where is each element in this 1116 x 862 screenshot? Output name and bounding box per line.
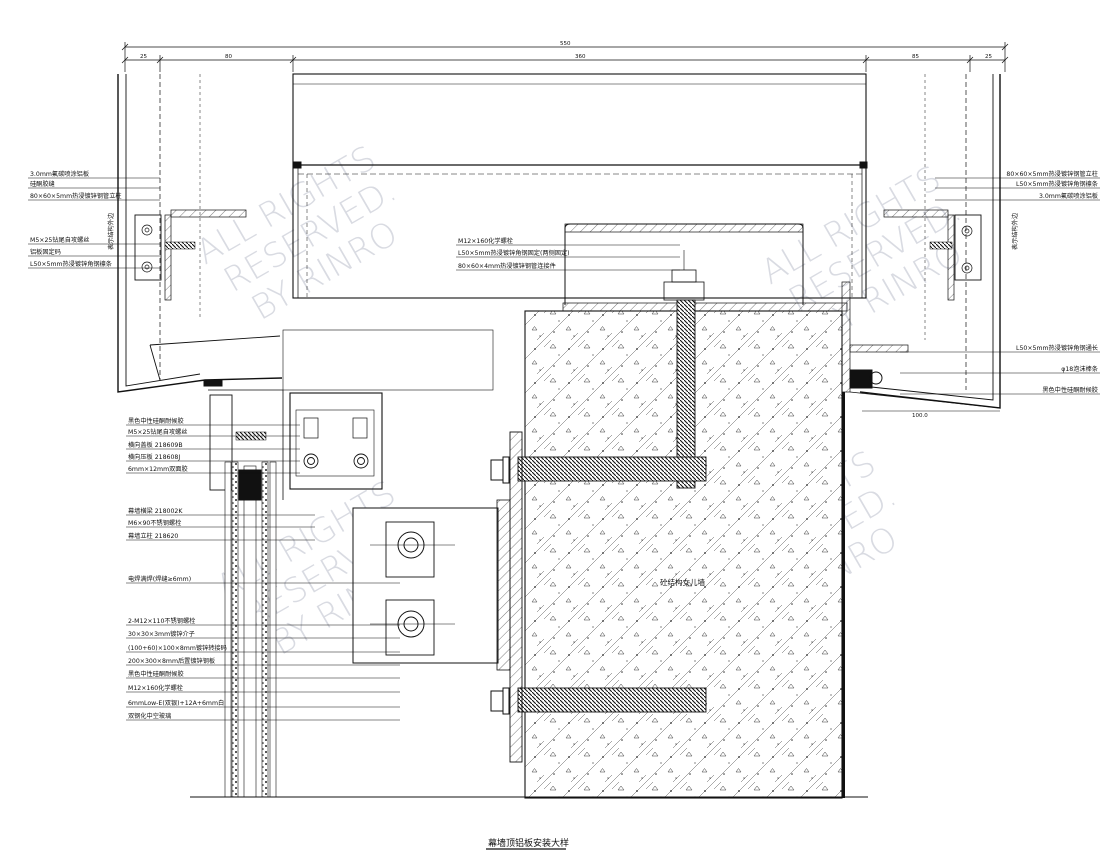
dimension-d1: 25 xyxy=(140,54,147,60)
label-left-top-2: 80×60×5mm热浸镀锌钢管立柱 xyxy=(30,192,122,200)
vertical-label-left: 表示结构外边 xyxy=(107,212,115,250)
label-left-bottom-1: 2-M12×110不锈钢螺栓 xyxy=(128,617,195,625)
top-dimension-lines xyxy=(121,42,1009,72)
label-left-low-0: 幕墙横梁 218002K xyxy=(128,507,183,515)
label-left-mid-1: M5×25钻尾自攻螺丝 xyxy=(128,428,187,436)
label-left-mid-0: 黑色中性硅酮耐候胶 xyxy=(128,417,184,425)
label-right-top-1: L50×5mm热浸镀锌角钢檩条 xyxy=(1016,180,1098,188)
concrete-parapet-label: 砼结构女儿墙 xyxy=(660,577,705,587)
label-right-lower-1: φ18泡沫棒条 xyxy=(1061,365,1098,373)
right-bracket xyxy=(883,209,982,301)
insulated-glass xyxy=(224,461,277,798)
dimension-d3: 360 xyxy=(575,54,586,60)
label-right-lower-0: L50×5mm热浸镀锌角钢通长 xyxy=(1016,344,1098,352)
label-right-top-2: 3.0mm氟碳喷涂铝板 xyxy=(1039,192,1098,200)
label-left-bottom-3: (100+60)×100×8mm镀锌转接码 xyxy=(128,644,227,652)
top-steel-frame xyxy=(292,73,868,299)
annotation-leaders xyxy=(28,177,1100,721)
label-left-mid-4: 6mm×12mm双面胶 xyxy=(128,465,188,473)
label-right-lower-2: 黑色中性硅酮耐候胶 xyxy=(1042,386,1098,394)
label-left-top-4: 铝板固定码 xyxy=(30,248,61,256)
label-left-bottom-6: M12×160化学螺栓 xyxy=(128,684,183,692)
label-left-top-0: 3.0mm氟碳喷涂铝板 xyxy=(30,170,89,178)
label-left-low-1: M6×90不锈钢螺栓 xyxy=(128,519,181,527)
label-left-mid-2: 横向盖板 218609B xyxy=(128,441,183,449)
right-lower-detail xyxy=(849,344,1001,409)
label-left-bottom-8: 双钢化中空玻璃 xyxy=(128,712,171,720)
label-left-bottom-0: 电焊满焊(焊缝≥6mm) xyxy=(128,575,191,583)
label-left-top-5: L50×5mm热浸镀锌角钢檩条 xyxy=(30,260,112,268)
label-left-top-1: 硅酮胶缝 xyxy=(30,180,55,188)
dimension-d4: 85 xyxy=(912,54,919,60)
label-left-bottom-2: 30×30×3mm镀锌介子 xyxy=(128,630,195,638)
transfer-bracket xyxy=(352,499,511,671)
label-left-mid-3: 横向压板 218608J xyxy=(128,453,180,461)
label-left-bottom-4: 200×300×8mm后置镀锌钢板 xyxy=(128,657,215,665)
label-right-top-0: 80×60×5mm热浸镀锌钢管立柱 xyxy=(1006,170,1098,178)
label-left-low-2: 幕墙立柱 218620 xyxy=(128,532,178,540)
dimension-overall: 550 xyxy=(560,41,571,47)
label-left-top-3: M5×25钻尾自攻螺丝 xyxy=(30,236,89,244)
label-left-bottom-7: 6mmLow-E(双银)+12A+6mm白 xyxy=(128,699,224,707)
drawing-title: 幕墙顶铝板安装大样 xyxy=(488,837,569,849)
left-bracket xyxy=(134,209,247,301)
vertical-label-right: 表示结构外边 xyxy=(1011,212,1019,250)
label-center-0: M12×160化学螺栓 xyxy=(458,237,513,245)
label-center-1: L50×5mm热浸镀锌角钢固定(两侧固定) xyxy=(458,249,570,257)
label-left-bottom-5: 黑色中性硅酮耐候胶 xyxy=(128,670,184,678)
dimension-d6: 100.0 xyxy=(912,413,928,419)
dimension-d2: 80 xyxy=(225,54,232,60)
label-center-2: 80×60×4mm热浸镀锌钢管连接件 xyxy=(458,262,556,270)
chemical-bolts xyxy=(490,299,707,763)
annotation-labels: 3.0mm氟碳喷涂铝板硅酮胶缝80×60×5mm热浸镀锌钢管立柱M5×25钻尾自… xyxy=(30,170,1098,720)
dimension-d5: 25 xyxy=(985,54,992,60)
